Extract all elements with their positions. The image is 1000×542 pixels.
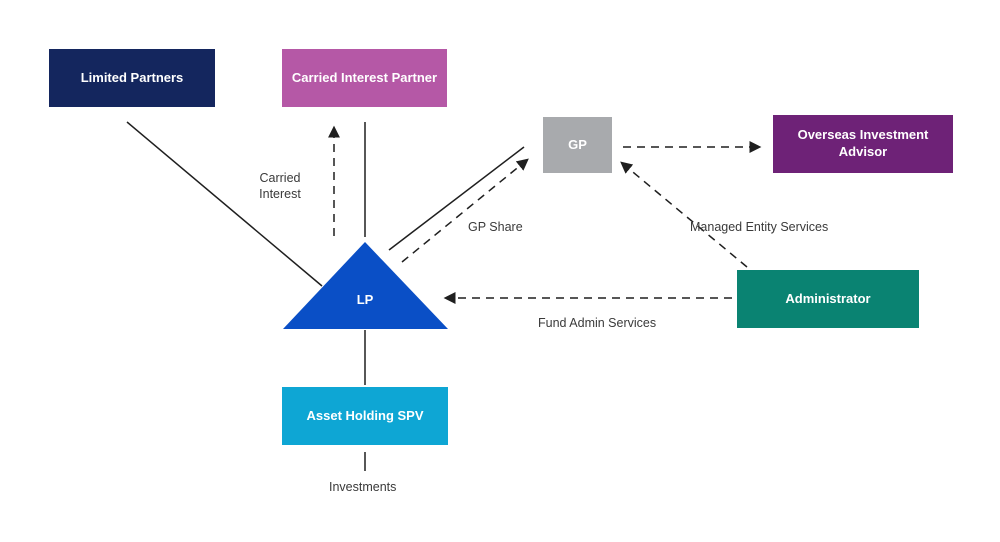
- lp-triangle-shape: [283, 242, 448, 329]
- edge-label-fund-admin-services: Fund Admin Services: [538, 316, 657, 330]
- edge-label-carried-interest: Carried Interest: [259, 171, 301, 201]
- node-gp-label: GP: [568, 136, 587, 152]
- node-asset-holding-spv-label: Asset Holding SPV: [306, 407, 424, 423]
- node-limited-partners: Limited Partners: [49, 49, 215, 107]
- edge-lp-to-gp-solid: [388, 146, 525, 251]
- edge-label-investments: Investments: [329, 480, 397, 494]
- node-administrator: Administrator: [737, 270, 919, 328]
- node-overseas-investment-advisor: Overseas Investment Advisor: [773, 115, 953, 173]
- edge-limited-partners-to-lp: [126, 121, 323, 287]
- node-administrator-label: Administrator: [785, 290, 871, 306]
- edge-label-gp-share: GP Share: [468, 220, 523, 234]
- node-lp-label: LP: [356, 292, 374, 307]
- edge-lp-to-gp-dashed: [401, 158, 529, 263]
- node-asset-holding-spv: Asset Holding SPV: [282, 387, 448, 445]
- node-carried-interest-partner-label: Carried Interest Partner: [291, 69, 438, 85]
- edge-label-managed-entity-services: Managed Entity Services: [690, 220, 829, 234]
- node-gp: GP: [543, 117, 612, 173]
- node-carried-interest-partner: Carried Interest Partner: [282, 49, 447, 107]
- node-overseas-investment-advisor-label: Overseas Investment Advisor: [797, 127, 929, 159]
- edge-administrator-to-gp: [620, 161, 748, 268]
- node-limited-partners-label: Limited Partners: [80, 69, 184, 85]
